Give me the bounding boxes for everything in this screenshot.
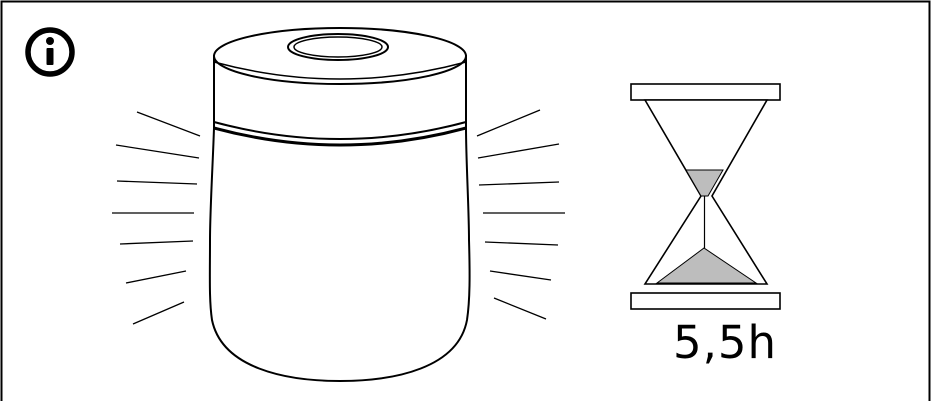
vibration-lines-right (477, 110, 565, 319)
duration-label: 5,5h (655, 318, 795, 368)
hourglass-icon (631, 84, 780, 309)
info-icon (28, 30, 72, 74)
vibration-lines-left (112, 112, 200, 324)
cylindrical-device-icon (210, 28, 470, 381)
